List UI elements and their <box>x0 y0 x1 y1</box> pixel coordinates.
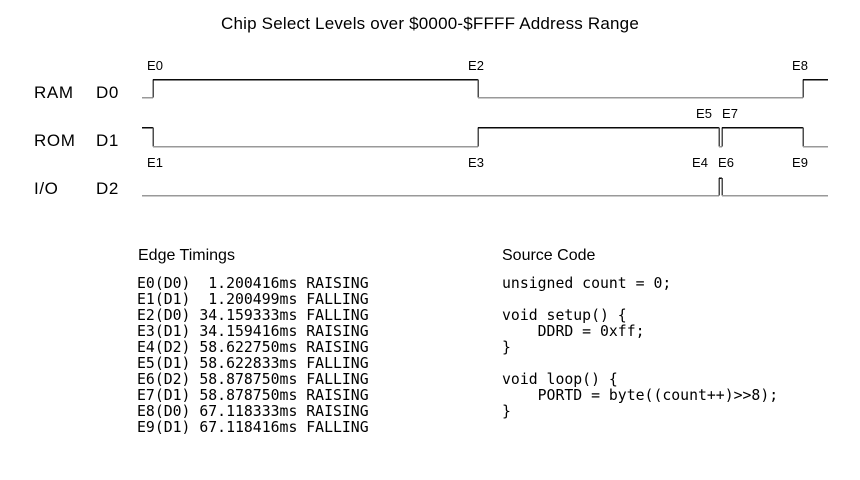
edge-label-e0: E0 <box>147 58 163 73</box>
edge-label-e4: E4 <box>692 155 708 170</box>
waveform-traces <box>142 78 828 197</box>
signal-line-d0: D0 <box>96 83 119 102</box>
signal-trace-d2 <box>142 177 828 197</box>
edge-label-e9: E9 <box>792 155 808 170</box>
edge-label-e1: E1 <box>147 155 163 170</box>
edge-label-e8: E8 <box>792 58 808 73</box>
signal-line-d1: D1 <box>96 131 119 150</box>
signal-trace-d0 <box>142 78 828 99</box>
signal-chip-io: I/O <box>34 179 59 198</box>
edge-timings-list: E0(D0) 1.200416ms RAISING E1(D1) 1.20049… <box>137 275 369 436</box>
page-title: Chip Select Levels over $0000-$FFFF Addr… <box>220 14 639 33</box>
edge-label-e3: E3 <box>468 155 484 170</box>
signal-trace-d1 <box>142 126 828 148</box>
edge-label-e7: E7 <box>722 106 738 121</box>
source-code-block: unsigned count = 0; void setup() { DDRD … <box>502 275 779 420</box>
edge-label-e5: E5 <box>696 106 712 121</box>
signal-line-d2: D2 <box>96 179 119 198</box>
source-code-heading: Source Code <box>502 247 596 264</box>
edge-label-e2: E2 <box>468 58 484 73</box>
edge-label-e6: E6 <box>718 155 734 170</box>
signal-chip-rom: ROM <box>34 131 76 150</box>
edge-timings-heading: Edge Timings <box>138 247 235 264</box>
signal-chip-ram: RAM <box>34 83 74 102</box>
